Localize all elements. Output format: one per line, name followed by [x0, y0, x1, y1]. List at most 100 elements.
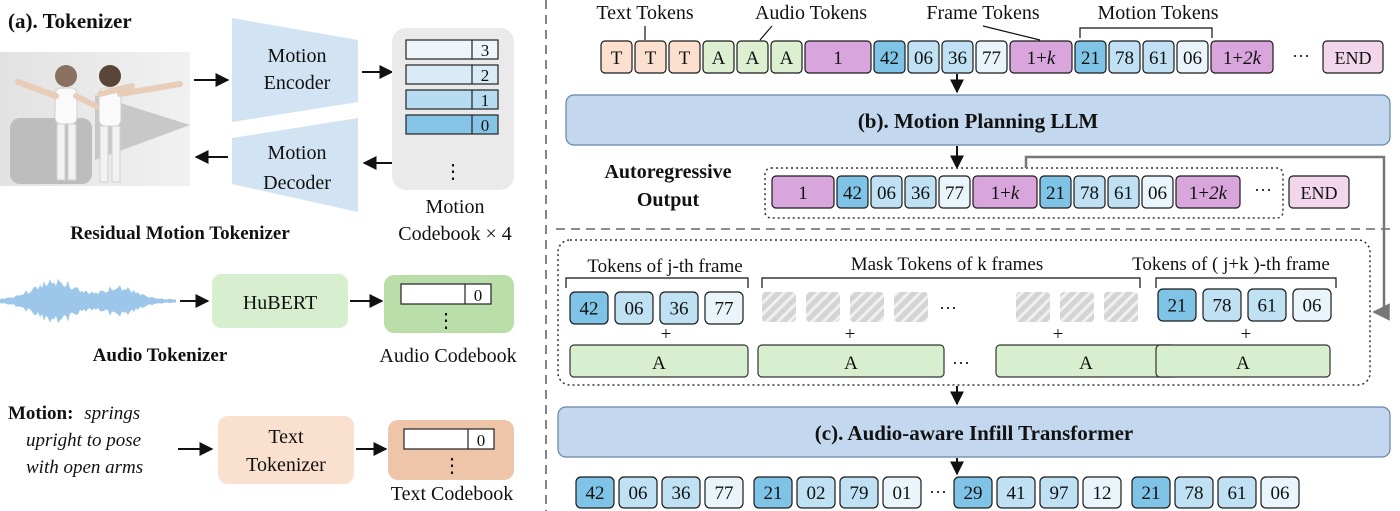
- token-label: 42: [586, 483, 605, 504]
- token-label: 06: [1303, 295, 1322, 316]
- label-frame-tokens: Frame Tokens: [926, 2, 1039, 24]
- token-label: 78: [1213, 295, 1232, 316]
- mask-token: [850, 292, 884, 322]
- motion-codebook-vdots: ⋮: [443, 161, 463, 183]
- token-label: 21: [1081, 48, 1100, 69]
- token-label: 42: [880, 48, 899, 69]
- token-box: [569, 291, 609, 325]
- mask-token: [1016, 292, 1050, 322]
- token: 97: [1039, 476, 1079, 509]
- token-box: [1292, 288, 1332, 322]
- token-box: [770, 40, 803, 74]
- token: 42: [873, 40, 906, 74]
- token: 12: [1082, 476, 1122, 509]
- audio-codebook-vdots: ⋮: [436, 310, 456, 332]
- token-box: [1202, 288, 1242, 322]
- mask-tokens: [762, 292, 1138, 322]
- infill-dotted-frame: [557, 239, 1371, 386]
- token-label: 06: [1148, 183, 1167, 204]
- motion-prompt: Motion: springs: [8, 403, 140, 424]
- brace-motion-tokens: [1079, 27, 1213, 38]
- token-label: 06: [629, 483, 648, 504]
- token: 1+2k: [1210, 40, 1274, 74]
- token-label: 21: [1142, 483, 1161, 504]
- token: 21: [753, 476, 793, 509]
- token: 78: [1174, 476, 1214, 509]
- input-end-token: END: [1322, 40, 1384, 74]
- autoregressive-line2: Output: [637, 189, 700, 211]
- token-box: [702, 40, 735, 74]
- input-ellipsis: ···: [1292, 46, 1310, 66]
- motion-prompt-line3: with open arms: [26, 457, 143, 478]
- codebook-level: 0: [405, 114, 499, 135]
- token-label: 77: [715, 483, 734, 504]
- token-label: 42: [580, 298, 599, 319]
- token-label: T: [645, 48, 657, 69]
- input-end-label: END: [1335, 48, 1372, 68]
- token-label: 36: [948, 48, 967, 69]
- motion-prompt-prefix: Motion:: [8, 403, 73, 424]
- token-box: [1210, 40, 1274, 74]
- feedback-arrow: [1024, 155, 1390, 321]
- token-label: 77: [945, 183, 964, 204]
- token-label: 01: [893, 483, 912, 504]
- token-box: [1073, 175, 1106, 209]
- audio-bar: A: [995, 344, 1177, 378]
- token: 77: [938, 175, 971, 209]
- codebook-level: 1: [405, 89, 499, 110]
- token: A: [736, 40, 769, 74]
- token-label: 36: [672, 483, 691, 504]
- audio-codebook-entry: 0: [474, 286, 483, 305]
- token-box: [659, 291, 699, 325]
- mask-token: [1060, 292, 1094, 322]
- motion-decoder: Motion Decoder: [232, 118, 358, 212]
- token-label: 06: [625, 298, 644, 319]
- token-ellipsis: ···: [929, 482, 947, 502]
- token-box: [600, 40, 633, 74]
- token-label: A: [746, 48, 760, 69]
- token-label: 12: [1093, 483, 1112, 504]
- token-label: 06: [877, 183, 896, 204]
- motion-prompt-line2: upright to pose: [26, 430, 141, 451]
- token-box: [1141, 175, 1174, 209]
- token-box: [634, 40, 667, 74]
- token-label: 77: [982, 48, 1001, 69]
- token-box: [736, 40, 769, 74]
- token-label: 29: [964, 483, 983, 504]
- token-box: [1142, 40, 1175, 74]
- token-box: [661, 476, 701, 509]
- token-box: [1039, 476, 1079, 509]
- token-label: 21: [1046, 183, 1065, 204]
- token-label: 78: [1115, 48, 1134, 69]
- token-label: 61: [1228, 483, 1247, 504]
- token-label: 1+2k: [1189, 183, 1228, 204]
- token-box: [941, 40, 974, 74]
- audio-codebook: 0 ⋮: [384, 275, 514, 333]
- token-label: 61: [1114, 183, 1133, 204]
- token-box: [668, 40, 701, 74]
- token: 21: [1074, 40, 1107, 74]
- text-tokenizer-box: Text Tokenizer: [218, 416, 354, 484]
- label-audio-tokens: Audio Tokens: [755, 2, 867, 24]
- token-box: [882, 476, 922, 509]
- brace-right: [1155, 277, 1337, 288]
- token-box: [953, 476, 993, 509]
- output-dotted-frame: [764, 167, 1284, 219]
- token-box: [575, 476, 615, 509]
- token-box: [904, 175, 937, 209]
- token: 06: [1176, 40, 1209, 74]
- token: 61: [1247, 288, 1287, 322]
- text-codebook-entry: 0: [477, 431, 486, 450]
- motion-figures-image: [0, 52, 190, 186]
- token-box: [938, 175, 971, 209]
- token-box: [796, 476, 836, 509]
- token-label: T: [611, 48, 623, 69]
- motion-encoder-line1: Motion: [268, 45, 327, 67]
- token: 77: [975, 40, 1008, 74]
- codebook-level-box: [405, 114, 499, 135]
- mask-token: [1104, 292, 1138, 322]
- token-label: 42: [843, 183, 862, 204]
